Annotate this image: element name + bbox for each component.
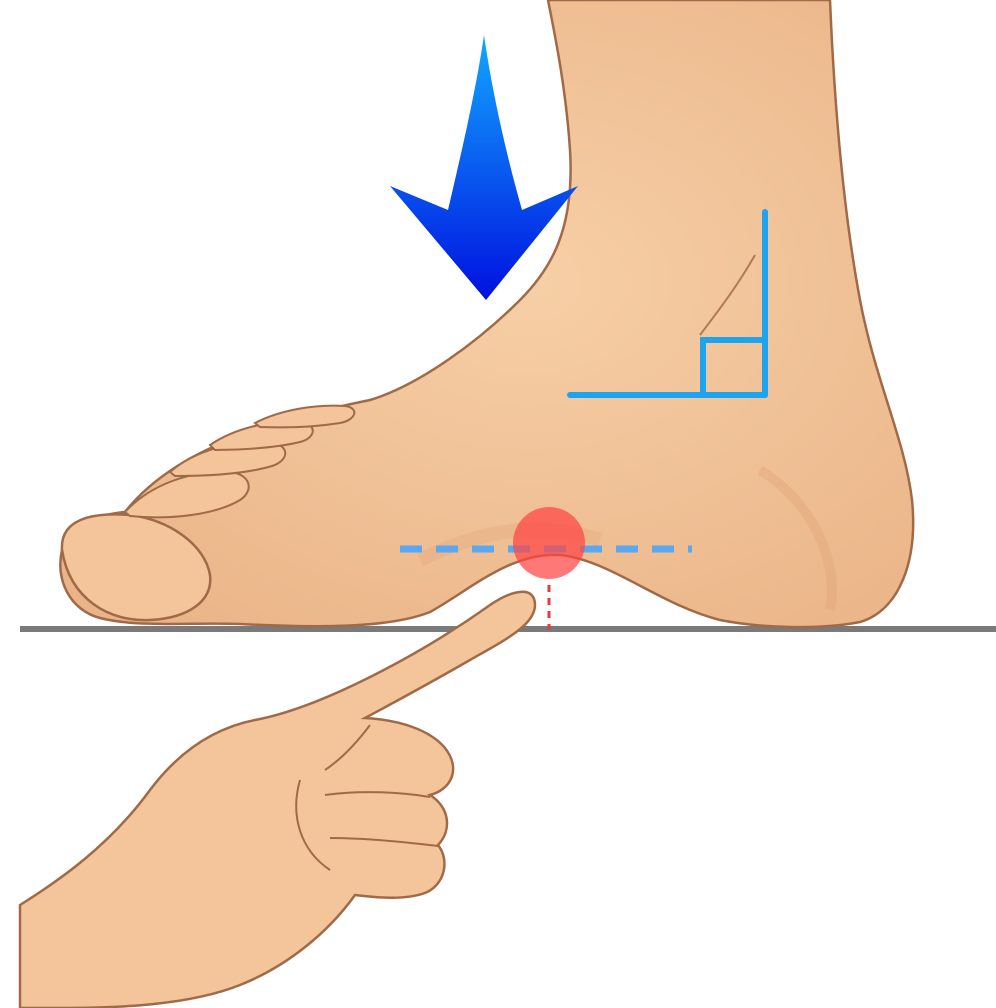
hand-body <box>20 592 535 1008</box>
red-dot-icon <box>513 507 585 579</box>
pointing-hand <box>20 592 535 1008</box>
